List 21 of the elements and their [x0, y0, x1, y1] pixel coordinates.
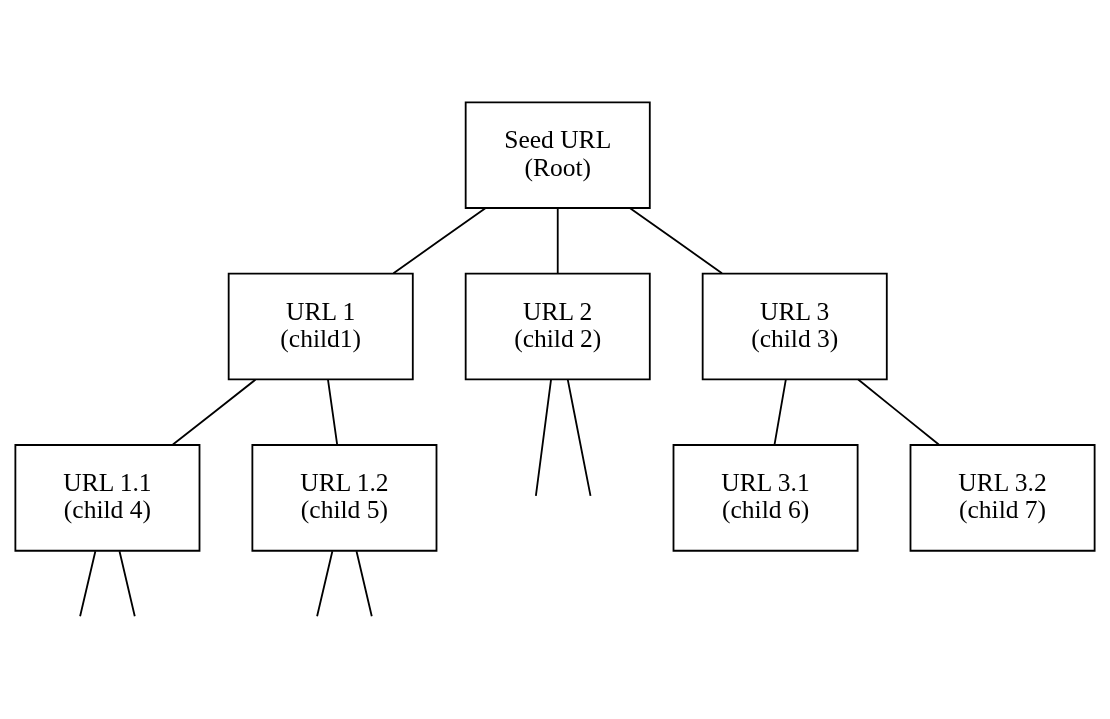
connector [355, 549, 373, 617]
node-box: URL 1 (child1) [227, 272, 414, 380]
node-box: URL 1.2 (child 5) [251, 443, 438, 552]
node-box: URL 3 (child 3) [701, 272, 888, 380]
connector [316, 549, 334, 617]
connector [629, 206, 723, 274]
connector [118, 549, 136, 617]
connector [773, 378, 787, 445]
connector [857, 378, 940, 445]
connector [79, 549, 97, 617]
connector [172, 378, 257, 445]
node-box: URL 3.2 (child 7) [909, 443, 1096, 552]
connector [392, 206, 487, 274]
connector [556, 206, 559, 274]
connector [534, 378, 552, 497]
node-box: URL 3.1 (child 6) [672, 443, 859, 552]
connector [327, 378, 339, 445]
node-box: Seed URL (Root) [464, 100, 651, 209]
node-box: URL 2 (child 2) [464, 272, 651, 380]
connector [566, 378, 592, 497]
node-box: URL 1.1 (child 4) [14, 443, 201, 552]
